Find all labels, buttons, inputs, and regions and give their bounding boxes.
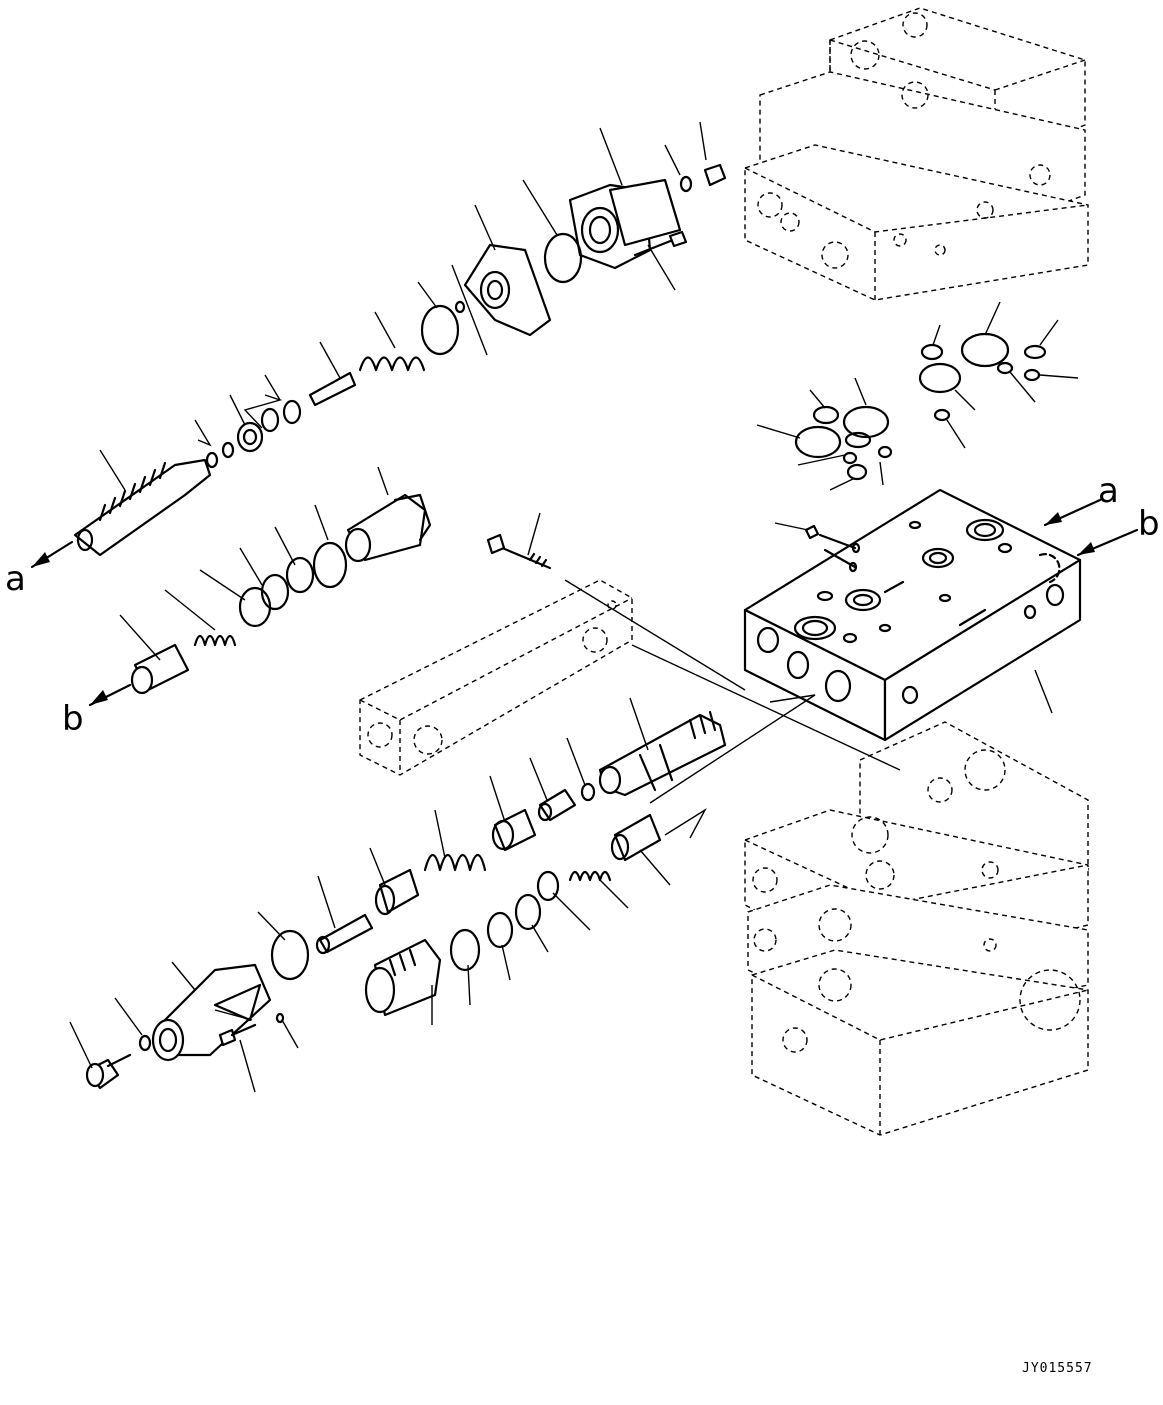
leader-lines [69,121,1139,1093]
callout-label-a: a [1098,471,1119,511]
small-plug-pair [804,524,861,573]
seal-kit-group-2 [918,332,1047,422]
callout-label-b: b [1138,504,1160,544]
upper-valve-stack [744,7,1089,301]
callout-label-b-spool: b [62,699,84,739]
seal-kit-group-1 [794,405,893,481]
upper-spool-assembly [30,163,727,569]
lower-valve-stack [744,721,1089,1136]
drawing-code: JY015557 [1022,1361,1093,1376]
main-valve-body [743,488,1082,742]
lower-spool-assembly [85,710,727,1090]
middle-spool-assembly [88,493,552,707]
callout-label-a-spool: a [5,559,26,599]
dashed-spacer-block [359,579,633,776]
